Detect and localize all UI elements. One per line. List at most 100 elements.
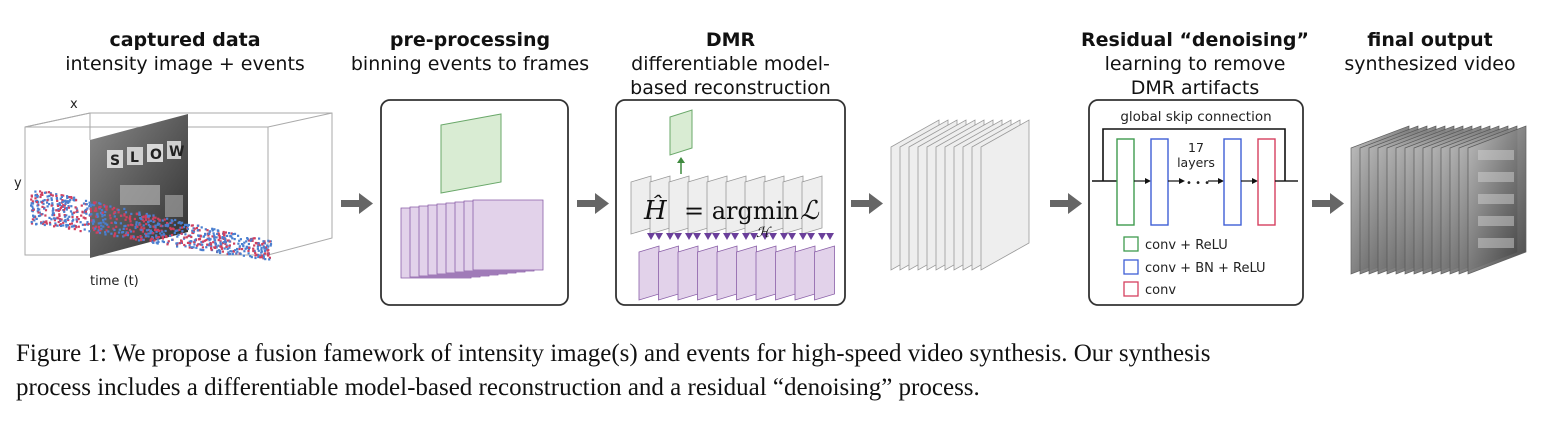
event-point [116,235,119,238]
dmr-up-arrow-head [677,157,685,163]
event-point [154,224,157,227]
event-bin-frame [472,199,544,271]
event-point [89,213,92,216]
down-arrow-icon [788,233,796,240]
event-point [52,207,55,210]
event-point [51,214,54,217]
event-point [129,215,132,218]
event-point [220,246,223,249]
event-point [240,243,244,246]
event-point [224,242,227,245]
event-point [42,220,45,223]
event-point [250,256,253,259]
down-arrow-icon [666,233,674,240]
down-arrow-icon [712,233,720,240]
event-point [68,215,71,218]
event-point [97,229,100,232]
event-point [94,227,97,230]
event-point [148,219,151,222]
event-point [141,228,144,231]
event-point [57,217,60,220]
event-point [104,218,107,221]
event-point [195,246,198,249]
event-point [216,249,219,252]
event-point [203,239,206,242]
event-point [253,244,256,247]
event-point [76,210,79,213]
event-point [59,218,62,221]
event-point [152,216,155,219]
down-arrow-icon [723,233,731,240]
event-point [39,193,43,196]
video-frame-detail [1478,150,1514,160]
dmr-latent-frames [630,175,823,235]
event-point [212,241,215,244]
event-point [81,223,84,226]
event-point [39,195,42,199]
event-point [243,241,246,244]
event-point [255,242,258,245]
event-point [66,196,69,199]
event-point [55,209,58,212]
event-point [166,217,169,220]
event-point [198,229,201,232]
event-point [152,214,155,217]
event-point [87,222,90,226]
event-point [114,232,117,235]
event-point [201,243,204,246]
event-point [95,215,98,218]
event-point [233,232,237,235]
arrow-icon [851,193,883,214]
event-point [96,215,100,218]
event-point [44,191,47,194]
event-point [50,198,53,202]
event-point [213,235,216,238]
event-point [60,195,63,198]
event-point [232,250,235,253]
event-point [51,212,54,215]
event-point [241,248,244,251]
event-point [193,227,196,230]
event-point [60,194,63,197]
event-point [53,225,56,228]
net-arrowhead [1145,178,1151,184]
volume-edge [24,112,91,128]
event-point [228,240,231,243]
event-point [48,194,51,198]
down-arrow-icon [647,233,655,240]
event-point [62,205,65,208]
event-point [170,221,173,224]
event-point [125,233,128,237]
event-point [127,224,130,227]
event-point [100,224,103,227]
event-point [56,203,59,206]
event-point [156,238,159,241]
preprocessing-header: pre-processing binning events to frames [345,28,595,76]
event-point [164,229,167,233]
event-point [188,244,191,247]
event-point [52,209,55,212]
down-arrow-icon [704,233,712,240]
event-point [99,221,102,224]
event-point [74,206,77,209]
event-point [84,210,87,213]
event-point [256,245,259,248]
event-point [266,252,269,255]
event-point [142,238,145,241]
event-point [147,228,150,231]
event-point [211,235,214,238]
event-point [72,218,75,221]
event-point [225,244,228,247]
event-point [122,235,125,238]
event-point [75,199,78,202]
event-point [216,251,219,254]
event-point [187,234,190,237]
event-point [161,230,164,233]
event-point [182,237,186,240]
event-point [226,247,229,251]
event-point [69,223,72,226]
caption-line-1: Figure 1: We propose a fusion famework o… [16,340,1211,367]
event-point [35,201,38,204]
event-point [137,239,141,242]
event-point [147,224,150,227]
